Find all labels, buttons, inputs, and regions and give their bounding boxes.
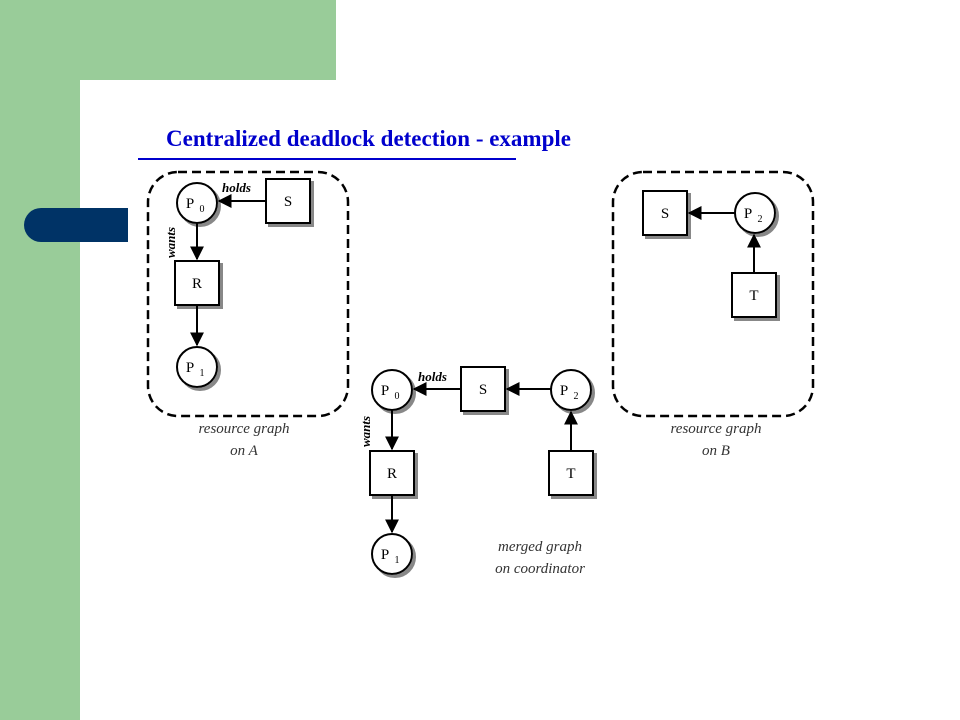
resource-graph-a: P 0 S R P 1 holds wants resource graph o… — [146, 170, 350, 459]
graph-b-node-t: T — [731, 272, 777, 318]
resource-graph-b: S P 2 T resource graph on B — [611, 170, 815, 459]
graph-b-caption-line1: resource graph — [671, 421, 762, 437]
graph-a-boundary — [146, 170, 350, 418]
slide-tab-accent — [24, 208, 128, 242]
svg-text:P: P — [381, 383, 389, 399]
svg-text:P: P — [186, 360, 194, 376]
svg-text:1: 1 — [200, 368, 205, 379]
merged-node-t: T — [548, 450, 594, 496]
svg-text:P: P — [186, 196, 194, 212]
graph-a-node-p0: P 0 — [176, 182, 218, 224]
merged-node-p1: P 1 — [371, 533, 413, 575]
merged-wants-label: wants — [358, 416, 373, 447]
graph-a-node-p1: P 1 — [176, 346, 218, 388]
merged-node-r: R — [369, 450, 415, 496]
svg-text:2: 2 — [758, 214, 763, 225]
top-green-band — [80, 0, 336, 80]
graph-b-caption-line2: on B — [702, 443, 730, 459]
merged-node-s: S — [460, 366, 506, 412]
svg-text:1: 1 — [395, 555, 400, 566]
svg-text:P: P — [560, 383, 568, 399]
graph-a-holds-label: holds — [222, 180, 251, 195]
svg-text:R: R — [192, 276, 202, 292]
svg-text:R: R — [387, 466, 397, 482]
merged-node-p2: P 2 — [550, 369, 592, 411]
graph-a-node-r: R — [174, 260, 220, 306]
svg-text:P: P — [744, 206, 752, 222]
merged-caption-line1: merged graph — [498, 539, 582, 555]
graph-a-caption-line1: resource graph — [199, 421, 290, 437]
svg-text:0: 0 — [395, 391, 400, 402]
graph-b-boundary — [611, 170, 815, 418]
left-green-band — [0, 0, 80, 720]
graph-a-caption-line2: on A — [230, 443, 258, 459]
svg-text:T: T — [749, 288, 758, 304]
svg-text:0: 0 — [200, 204, 205, 215]
merged-holds-label: holds — [418, 369, 447, 384]
svg-text:S: S — [479, 382, 487, 398]
svg-text:T: T — [566, 466, 575, 482]
svg-text:S: S — [661, 206, 669, 222]
graph-a-node-s: S — [265, 178, 311, 224]
merged-graph: P 0 S P 2 R T P 1 holds wants — [358, 366, 594, 577]
graph-b-node-s: S — [642, 190, 688, 236]
slide-title: Centralized deadlock detection - example — [166, 126, 571, 151]
graph-b-node-p2: P 2 — [734, 192, 776, 234]
svg-text:P: P — [381, 547, 389, 563]
svg-text:S: S — [284, 194, 292, 210]
merged-node-p0: P 0 — [371, 369, 413, 411]
graph-a-wants-label: wants — [163, 227, 178, 258]
svg-text:2: 2 — [574, 391, 579, 402]
merged-caption-line2: on coordinator — [495, 561, 585, 577]
title-underline — [138, 158, 516, 160]
